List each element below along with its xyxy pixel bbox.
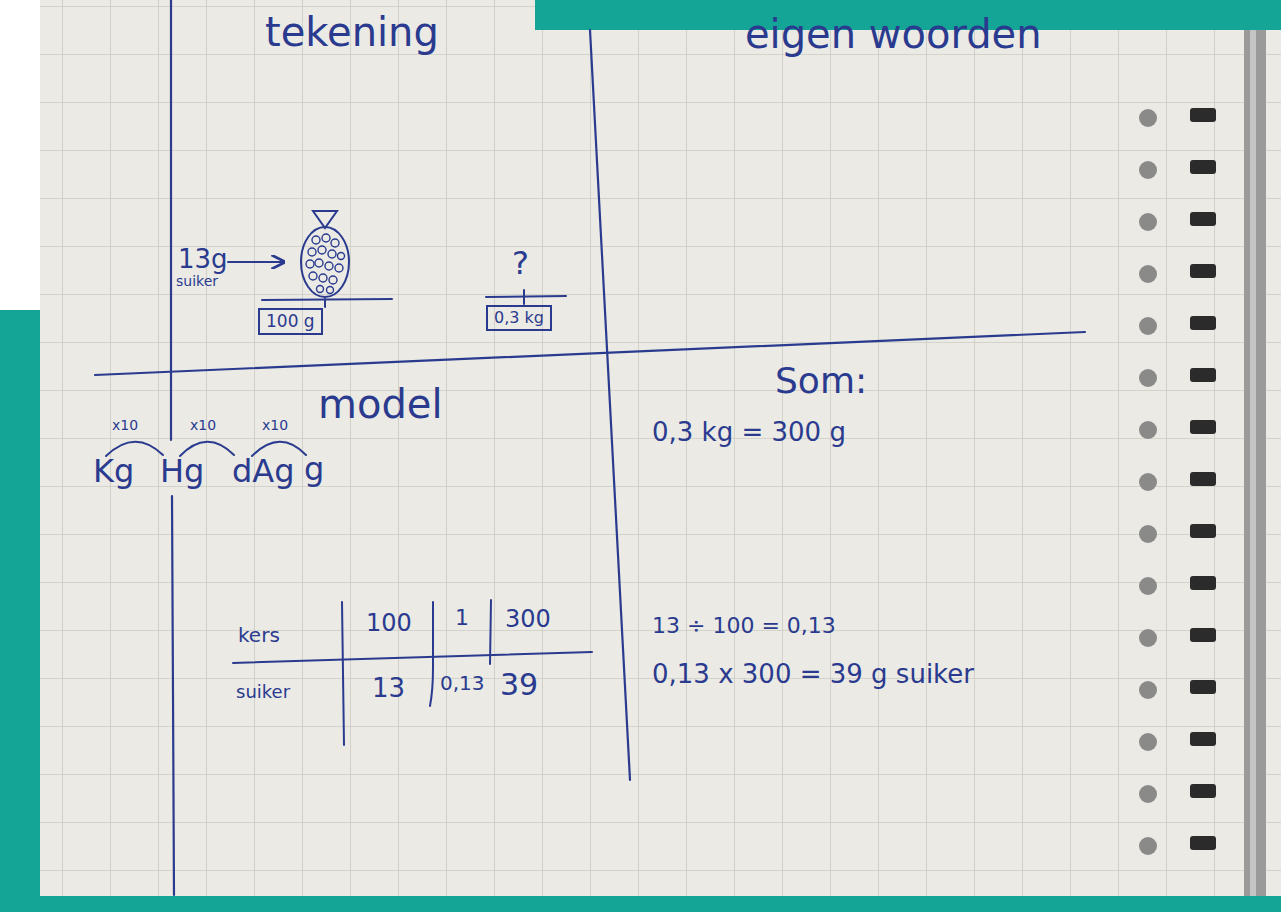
binding-hole (1139, 629, 1157, 647)
sum-quadrant: Som: (632, 345, 1112, 865)
table-line (490, 600, 491, 664)
spiral-coil (1190, 472, 1216, 486)
margin-line (172, 496, 174, 895)
table-cell: 13 (372, 674, 405, 703)
table-cell: 39 (500, 668, 538, 701)
unit-label: dAg (232, 454, 295, 489)
spiral-binding (1139, 108, 1216, 855)
cherry-bag (301, 227, 349, 297)
teal-band (0, 310, 40, 912)
quadrant-lines (95, 0, 1085, 895)
cherries (306, 234, 345, 294)
words-quadrant: eigen woorden (640, 0, 1120, 338)
unit-label: Hg (160, 454, 204, 489)
scale-stand (324, 299, 326, 307)
spiral-coil (1190, 628, 1216, 642)
spiral-coil (1190, 680, 1216, 694)
spiral-coil (1190, 368, 1216, 382)
scale-display: 100 g (258, 308, 323, 335)
drawing-quadrant: tekening 100 g 0,3 kg (172, 0, 590, 360)
model-quadrant: model (176, 362, 596, 882)
ingredient-label: suiker (176, 274, 218, 289)
table-line (342, 602, 344, 745)
divider-line (95, 332, 1085, 375)
binding-hole (1139, 681, 1157, 699)
scale-plate (262, 299, 392, 300)
margin-line (170, 0, 172, 440)
table-cell: 1 (455, 606, 469, 630)
table-cell: suiker (236, 682, 290, 702)
display-text: 0,3 kg (494, 309, 544, 327)
table-cell: 100 (366, 610, 412, 636)
binding-hole (1139, 733, 1157, 751)
binding-hole (1139, 785, 1157, 803)
table-cell: 0,13 (440, 672, 485, 694)
table-line (430, 602, 433, 706)
scale-display: 0,3 kg (486, 305, 552, 331)
quadrant-heading: Som: (775, 361, 867, 401)
binding-hole (1139, 421, 1157, 439)
scale-drawing (228, 211, 566, 307)
spiral-coil (1190, 576, 1216, 590)
arrow-line (228, 261, 284, 263)
factor-label: x10 (190, 418, 216, 433)
binding-hole (1139, 317, 1157, 335)
binding-hole (1139, 213, 1157, 231)
table-cell: kers (238, 624, 280, 646)
spiral-coil (1190, 160, 1216, 174)
scale-stand (523, 290, 525, 304)
model-lines (106, 442, 592, 745)
teal-band (0, 896, 1281, 912)
pencil-highlight (1250, 30, 1256, 896)
binding-hole (1139, 109, 1157, 127)
sum-line: 13 ÷ 100 = 0,13 (652, 614, 836, 638)
conversion-arc (180, 442, 234, 456)
binding-hole (1139, 265, 1157, 283)
teal-band (535, 0, 1281, 30)
scale-plate (486, 296, 566, 297)
spiral-coil (1190, 420, 1216, 434)
middle-line (590, 30, 630, 780)
binding-hole (1139, 525, 1157, 543)
binding-hole (1139, 473, 1157, 491)
spiral-coil (1190, 108, 1216, 122)
quadrant-heading: tekening (265, 10, 439, 54)
spiral-coil (1190, 524, 1216, 538)
spiral-coil (1190, 784, 1216, 798)
table-cell: 300 (505, 606, 551, 632)
spiral-coil (1190, 732, 1216, 746)
paper (40, 0, 1281, 896)
spiral-coil (1190, 836, 1216, 850)
table-line (233, 652, 592, 663)
quadrant-heading: model (318, 382, 443, 426)
sum-line: 0,3 kg = 300 g (652, 418, 846, 447)
binding-hole (1139, 577, 1157, 595)
sum-line: 0,13 x 300 = 39 g suiker (652, 660, 974, 689)
binding-hole (1139, 369, 1157, 387)
binding-hole (1139, 837, 1157, 855)
binding-hole (1139, 161, 1157, 179)
unit-label: Kg (93, 454, 134, 489)
conversion-arc (106, 442, 163, 456)
spiral-coil (1190, 316, 1216, 330)
paper-grid (40, 0, 1281, 896)
factor-label: x10 (262, 418, 288, 433)
display-text: 100 g (266, 312, 315, 331)
bag-top (313, 211, 337, 228)
unit-label: g (304, 452, 324, 487)
quadrant-heading: eigen woorden (745, 12, 1042, 56)
weight-label: 13g (178, 245, 228, 274)
conversion-arc (252, 442, 306, 456)
question-mark: ? (512, 246, 529, 281)
factor-label: x10 (112, 418, 138, 433)
pencil (1244, 30, 1266, 896)
spiral-coil (1190, 264, 1216, 278)
spiral-coil (1190, 212, 1216, 226)
